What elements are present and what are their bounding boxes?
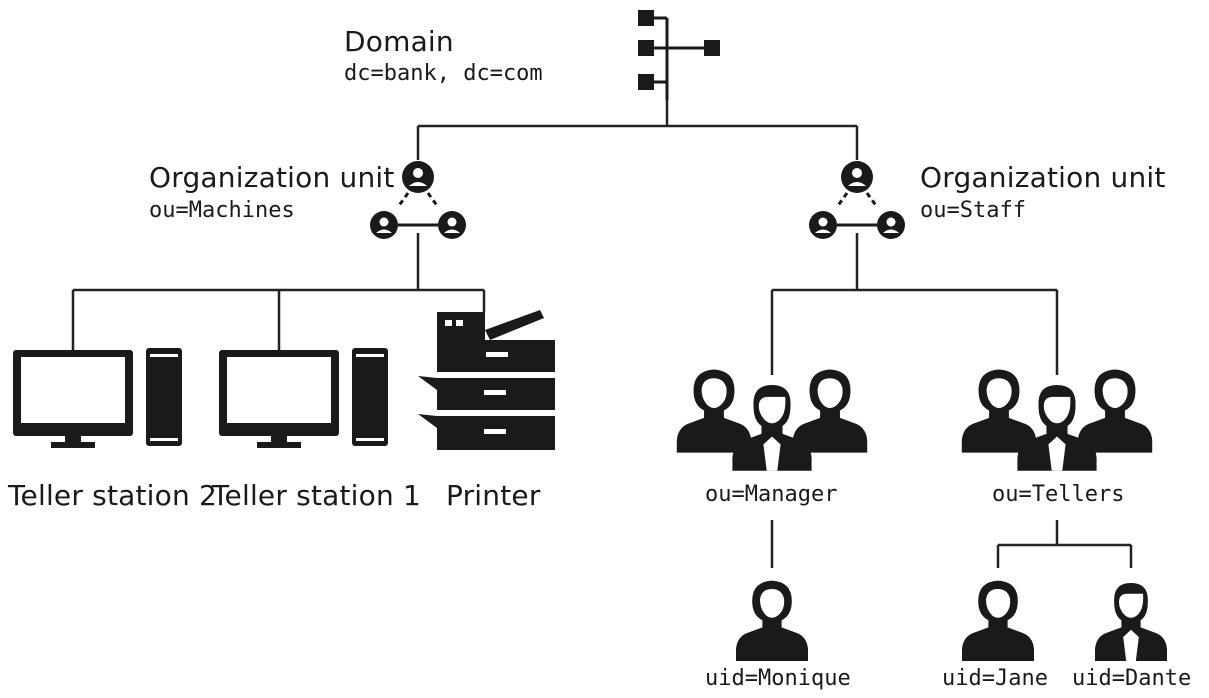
manager-group-icon	[676, 369, 868, 471]
ou-machines-title: Organization unit	[149, 161, 395, 194]
teller-station-2-monitor-icon	[13, 350, 133, 448]
user-monique-icon	[736, 580, 808, 661]
user-jane-icon	[962, 580, 1034, 661]
ou-staff-icon	[807, 159, 907, 241]
teller-station-1-tower-icon	[352, 348, 388, 446]
user-label: uid=Monique	[705, 666, 851, 691]
user-label: uid=Jane	[942, 666, 1048, 691]
group-label: ou=Manager	[705, 482, 838, 507]
domain-title: Domain	[344, 25, 454, 58]
teller-station-1-monitor-icon	[219, 350, 339, 448]
user-dante-icon	[1095, 583, 1167, 661]
tree-connectors	[71, 100, 1133, 568]
domain-icon	[638, 10, 720, 100]
domain-dn: dc=bank, dc=com	[344, 61, 543, 86]
machine-label: Printer	[446, 479, 541, 512]
ou-machines-dn: ou=Machines	[149, 198, 295, 223]
teller-station-2-tower-icon	[146, 348, 182, 446]
printer-icon	[418, 310, 555, 450]
ou-staff-title: Organization unit	[920, 161, 1166, 194]
user-label: uid=Dante	[1072, 666, 1192, 691]
tellers-group-icon	[961, 369, 1153, 471]
machine-label: Teller station 1	[212, 479, 422, 512]
group-label: ou=Tellers	[992, 482, 1125, 507]
ou-staff-dn: ou=Staff	[920, 198, 1026, 223]
machine-label: Teller station 2	[8, 479, 218, 512]
